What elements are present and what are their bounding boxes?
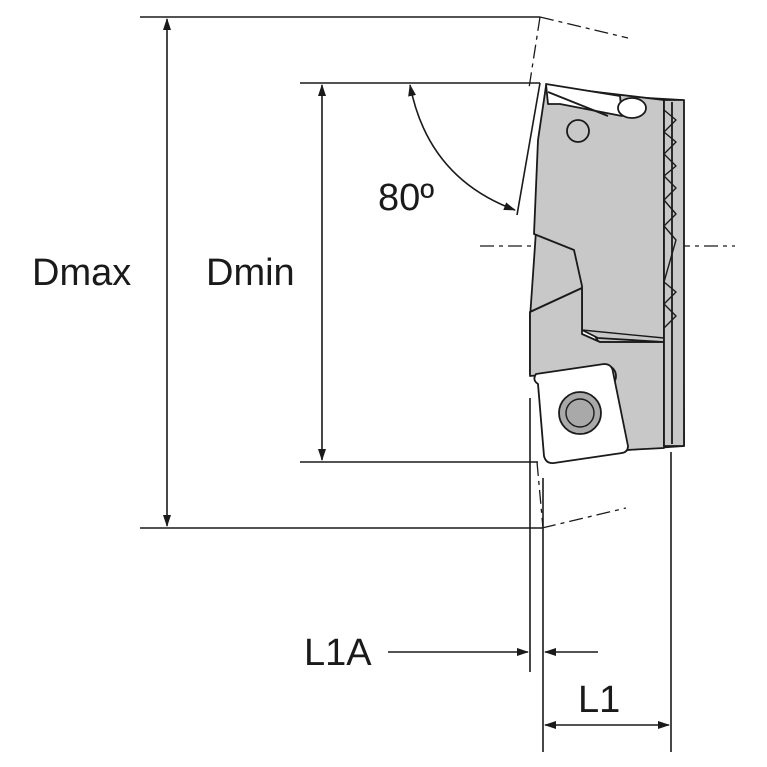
face-serrations <box>663 109 677 329</box>
dmin-label: Dmin <box>206 252 295 294</box>
top-clamp-screw <box>617 97 647 119</box>
l1a-label: L1A <box>304 632 372 674</box>
bottom-insert <box>533 363 629 465</box>
dashed-lines <box>480 16 735 529</box>
bottom-cutting-circle-line <box>541 507 627 529</box>
pocket-step-line <box>581 329 665 339</box>
angle-arc <box>408 84 516 211</box>
dimension-lines <box>163 18 670 729</box>
top-insert <box>545 83 647 143</box>
top-screw-hole <box>566 119 590 143</box>
angle-reference-line <box>516 82 541 216</box>
insert-screw-inner <box>565 398 595 428</box>
top-cutting-circle-line <box>539 16 629 39</box>
angle-label: 80º <box>378 177 434 219</box>
labels: Dmax Dmin 80º L1A L1 <box>32 177 620 721</box>
rear-face-plate <box>663 99 685 447</box>
bottom-left-cutter-edge <box>536 461 544 529</box>
l1-label: L1 <box>578 679 620 721</box>
top-insert-edge <box>547 91 609 117</box>
dmax-label: Dmax <box>32 252 131 294</box>
top-left-cutter-edge <box>528 16 541 89</box>
